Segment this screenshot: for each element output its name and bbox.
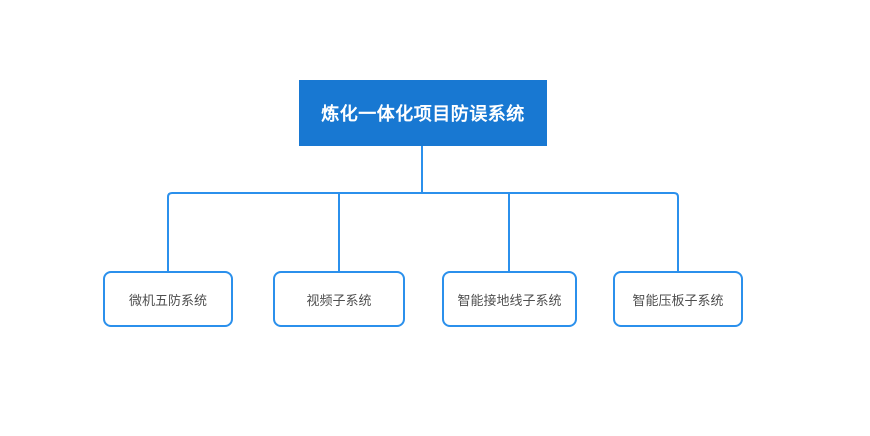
child-node-label: 智能压板子系统 [632,292,724,308]
child-node-video-subsystem[interactable]: 视频子系统 [273,271,405,327]
child-node-grounding-wire-subsystem[interactable]: 智能接地线子系统 [442,271,577,327]
child-node-label: 智能接地线子系统 [457,292,562,308]
root-node-label: 炼化一体化项目防误系统 [321,104,525,124]
child-node-label: 视频子系统 [306,292,372,308]
root-node[interactable]: 炼化一体化项目防误系统 [299,80,547,146]
child-node-label: 微机五防系统 [128,292,207,308]
child-node-wuji-wufang[interactable]: 微机五防系统 [103,271,233,327]
connector-rail-with-outer-elbows [167,192,679,271]
child-node-pressure-plate-subsystem[interactable]: 智能压板子系统 [613,271,743,327]
